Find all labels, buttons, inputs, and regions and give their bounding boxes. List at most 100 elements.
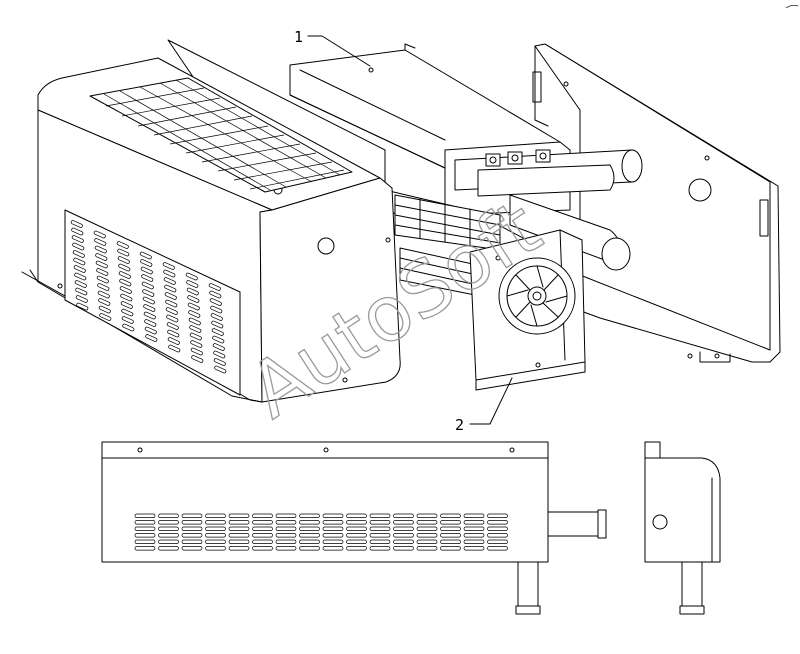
side-louver-slot xyxy=(94,238,107,246)
front-vent-slot xyxy=(322,539,344,544)
front-vent-slot xyxy=(252,539,273,544)
front-vent-slot xyxy=(463,520,485,525)
side-louver-slot xyxy=(188,310,201,318)
front-vent-slot xyxy=(346,513,367,518)
side-louver-slot xyxy=(120,301,133,309)
front-vent-slot xyxy=(393,520,414,525)
front-vent-slot xyxy=(181,533,203,538)
front-vent-slot xyxy=(416,520,438,525)
side-louver-slot xyxy=(141,274,154,282)
front-vent-slot xyxy=(346,539,367,544)
front-vent-slot xyxy=(299,533,320,538)
front-vent-slot xyxy=(487,539,508,544)
side-louver-slot xyxy=(143,304,156,312)
front-vent-slot xyxy=(134,526,156,531)
side-louver-slot xyxy=(212,335,225,344)
side-louver-slot xyxy=(74,272,87,281)
front-vent-slot xyxy=(463,526,485,531)
side-louver-slot xyxy=(72,250,85,258)
front-vent-slot xyxy=(440,526,461,531)
front-vent-slot xyxy=(416,539,438,544)
side-louver-slot xyxy=(166,322,179,330)
front-vent-slot xyxy=(205,546,226,551)
front-vent-slot xyxy=(134,513,156,518)
front-vent-slot xyxy=(158,513,179,518)
side-louver-slot xyxy=(96,275,109,284)
front-vent-slot xyxy=(275,546,297,551)
front-vent-slot xyxy=(181,520,203,525)
front-vent-slot xyxy=(181,526,203,531)
side-louver-slot xyxy=(213,350,226,359)
front-vent-slot xyxy=(487,513,508,518)
front-vent-slot xyxy=(487,546,508,551)
side-louver-slot xyxy=(72,242,85,251)
front-vent-slot xyxy=(393,526,414,531)
front-vent-slot xyxy=(158,520,179,525)
side-louver-slot xyxy=(117,256,130,264)
side-louver-slot xyxy=(191,355,204,363)
front-vent-slot xyxy=(205,539,226,544)
side-louver-slot xyxy=(211,328,224,336)
side-louver-slot xyxy=(140,259,153,267)
side-louver-slot xyxy=(211,320,224,329)
coolant-pipes xyxy=(454,149,643,271)
front-vent-slot xyxy=(134,539,156,544)
side-louver-slot xyxy=(118,271,131,279)
front-vent-slot xyxy=(228,533,250,538)
front-vent-slot xyxy=(158,546,179,551)
side-louver-slot xyxy=(95,260,108,269)
front-vent-slot xyxy=(393,533,414,538)
side-louver-slot xyxy=(144,319,157,327)
side-louver-slot xyxy=(99,313,112,321)
side-louver-slot xyxy=(75,295,88,303)
side-louver-slot xyxy=(144,326,157,335)
front-vent-slot xyxy=(369,520,391,525)
front-vent-slot xyxy=(158,539,179,544)
side-louver-slot xyxy=(73,257,86,266)
front-vent-slot xyxy=(322,533,344,538)
side-louver-slot xyxy=(212,343,225,351)
corner-mark xyxy=(785,4,799,9)
side-louver-slot xyxy=(140,266,153,275)
front-vent-slot xyxy=(369,546,391,551)
front-vent-slot xyxy=(299,520,320,525)
side-louver-slot xyxy=(167,337,180,345)
side-louver-slot xyxy=(139,251,152,260)
callout-label-1: 1 xyxy=(294,28,303,46)
side-louver-slot xyxy=(98,298,111,306)
side-louver-slot xyxy=(93,230,106,239)
side-louver-slot xyxy=(210,313,223,321)
side-louver-slot xyxy=(119,286,132,294)
front-vent-slot xyxy=(158,533,179,538)
side-louver-slot xyxy=(118,263,131,272)
side-louver-slot xyxy=(116,241,129,249)
front-vent-slot xyxy=(487,526,508,531)
side-louver-slot xyxy=(95,253,108,261)
side-louver-slot xyxy=(117,248,130,257)
front-vent-slot xyxy=(252,546,273,551)
front-vent-slot xyxy=(134,520,156,525)
front-vent-slot xyxy=(487,533,508,538)
front-vent-slot xyxy=(463,533,485,538)
front-vent-slot xyxy=(181,513,203,518)
side-louver-slot xyxy=(187,295,200,303)
side-louver-slot xyxy=(76,302,89,311)
front-vent-slot xyxy=(346,520,367,525)
side-louver-slot xyxy=(165,299,178,308)
callout-label-2: 2 xyxy=(455,416,464,434)
side-louver-slot xyxy=(120,293,133,302)
side-louver-slot xyxy=(122,323,135,332)
front-vent-slot xyxy=(369,526,391,531)
front-vent-slot xyxy=(299,513,320,518)
front-vent-slot xyxy=(393,546,414,551)
front-vent-slot xyxy=(228,546,250,551)
side-louver-slot xyxy=(166,314,179,323)
side-louver-slot xyxy=(71,227,84,236)
top-grille xyxy=(89,77,353,193)
side-louver-slot xyxy=(142,296,155,305)
callout-2: 2 xyxy=(455,377,513,434)
front-vent-slot xyxy=(369,539,391,544)
front-vent-slot xyxy=(440,533,461,538)
side-louver-slot xyxy=(167,329,180,338)
side-view xyxy=(644,441,721,615)
